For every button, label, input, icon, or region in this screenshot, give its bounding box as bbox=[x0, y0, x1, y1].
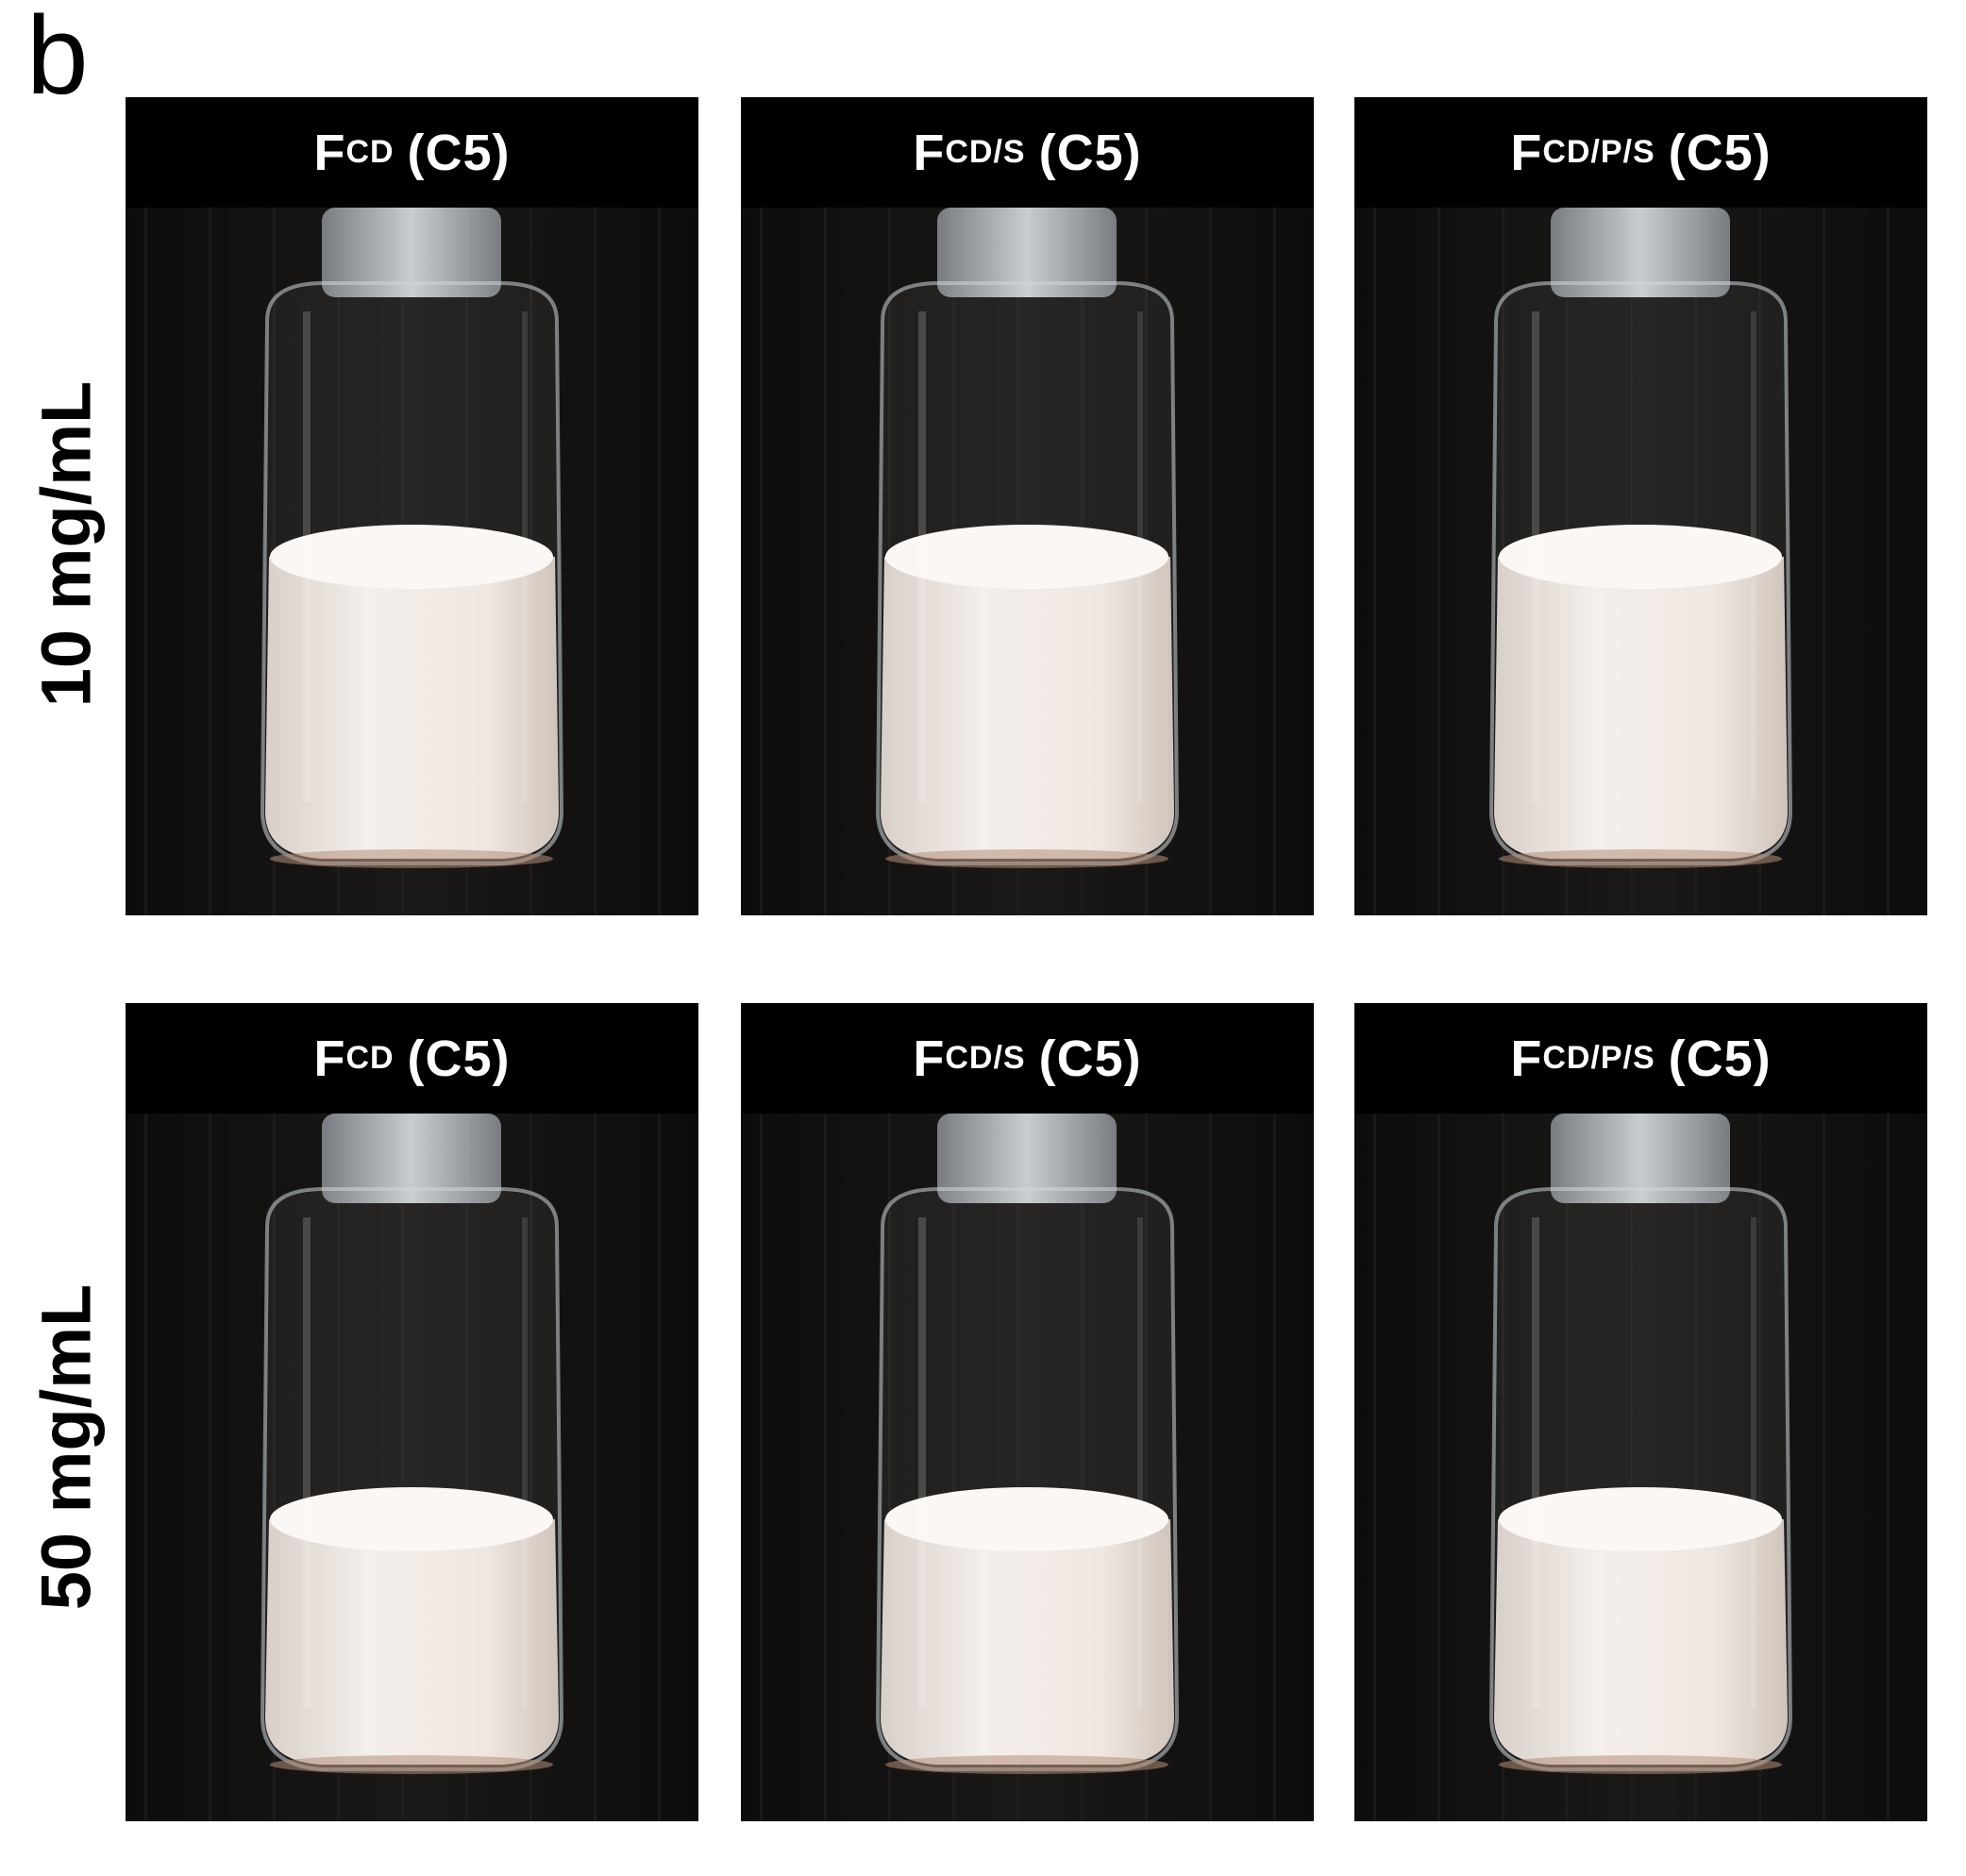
backdrop-stripe bbox=[760, 1114, 763, 1821]
backdrop-stripe bbox=[273, 1114, 276, 1821]
glass-highlight bbox=[1751, 1217, 1756, 1708]
vial-base-rim bbox=[885, 849, 1168, 868]
vial-stopper bbox=[1551, 208, 1730, 297]
backdrop-stripe bbox=[760, 208, 763, 915]
backdrop-stripe bbox=[465, 1114, 468, 1821]
glass-highlight bbox=[918, 1217, 926, 1708]
vial-image bbox=[126, 208, 698, 915]
white-suspension bbox=[881, 1519, 1174, 1765]
vial-base-rim bbox=[1499, 1755, 1782, 1774]
backdrop-stripe bbox=[1209, 1114, 1212, 1821]
backdrop-stripe bbox=[1502, 1114, 1504, 1821]
vial-base-rim bbox=[1499, 849, 1782, 868]
backdrop-stripe bbox=[1887, 208, 1890, 915]
vial-base-rim bbox=[270, 1755, 553, 1774]
white-suspension bbox=[1494, 1519, 1788, 1765]
glass-highlight bbox=[1137, 1217, 1143, 1708]
backdrop-stripe bbox=[1373, 208, 1376, 915]
glass-highlight bbox=[1532, 311, 1539, 802]
backdrop-stripe bbox=[1373, 1114, 1376, 1821]
backdrop-stripe bbox=[144, 1114, 147, 1821]
backdrop-stripe bbox=[529, 1114, 532, 1821]
glass-highlight bbox=[918, 311, 926, 802]
backdrop-stripe bbox=[594, 208, 597, 915]
backdrop-stripe bbox=[1017, 1114, 1019, 1821]
vial-image bbox=[741, 208, 1314, 915]
suspension-surface bbox=[1499, 1487, 1782, 1551]
backdrop-stripe bbox=[1437, 1114, 1440, 1821]
row-label-50mg: 50 mg/mL bbox=[26, 1283, 106, 1611]
vial-stopper bbox=[322, 208, 501, 297]
glass-highlight bbox=[1137, 311, 1143, 802]
suspension-surface bbox=[885, 1487, 1168, 1551]
glass-highlight bbox=[522, 1217, 528, 1708]
backdrop-stripe bbox=[1823, 208, 1825, 915]
white-suspension bbox=[265, 1519, 559, 1765]
suspension-surface bbox=[885, 525, 1168, 589]
vial-image bbox=[1354, 1114, 1927, 1821]
glass-highlight bbox=[303, 1217, 311, 1708]
vial-image bbox=[126, 1114, 698, 1821]
backdrop-stripe bbox=[1887, 1114, 1890, 1821]
vial-image bbox=[1354, 208, 1927, 915]
backdrop-stripe bbox=[1145, 1114, 1148, 1821]
vial-stopper bbox=[937, 1114, 1117, 1203]
backdrop-stripe bbox=[1630, 1114, 1633, 1821]
vial-stopper bbox=[322, 1114, 501, 1203]
backdrop-stripe bbox=[337, 1114, 340, 1821]
glass-highlight bbox=[1751, 311, 1756, 802]
white-suspension bbox=[265, 557, 559, 859]
backdrop-stripe bbox=[144, 208, 147, 915]
backdrop-stripe bbox=[1273, 208, 1276, 915]
glass-highlight bbox=[522, 311, 528, 802]
backdrop-stripe bbox=[824, 208, 827, 915]
backdrop-stripe bbox=[594, 1114, 597, 1821]
backdrop-stripe bbox=[1209, 208, 1212, 915]
backdrop-stripe bbox=[952, 1114, 955, 1821]
white-suspension bbox=[881, 557, 1174, 859]
glass-highlight bbox=[1532, 1217, 1539, 1708]
backdrop-stripe bbox=[888, 1114, 891, 1821]
backdrop-stripe bbox=[1566, 1114, 1569, 1821]
vial-stopper bbox=[937, 208, 1117, 297]
suspension-surface bbox=[1499, 525, 1782, 589]
backdrop-stripe bbox=[1758, 1114, 1761, 1821]
row-label-10mg: 10 mg/mL bbox=[26, 380, 106, 708]
backdrop-stripe bbox=[209, 208, 211, 915]
backdrop-stripe bbox=[658, 208, 661, 915]
vial-stopper bbox=[1551, 1114, 1730, 1203]
suspension-surface bbox=[270, 1487, 553, 1551]
backdrop-stripe bbox=[1823, 1114, 1825, 1821]
backdrop-stripe bbox=[1081, 1114, 1084, 1821]
backdrop-stripe bbox=[658, 1114, 661, 1821]
backdrop-stripe bbox=[401, 1114, 404, 1821]
vial-base-rim bbox=[270, 849, 553, 868]
backdrop-stripe bbox=[1694, 1114, 1697, 1821]
suspension-surface bbox=[270, 525, 553, 589]
glass-highlight bbox=[303, 311, 311, 802]
backdrop-stripe bbox=[824, 1114, 827, 1821]
white-suspension bbox=[1494, 557, 1788, 859]
panel-letter: b bbox=[26, 0, 89, 118]
backdrop-stripe bbox=[209, 1114, 211, 1821]
backdrop-stripe bbox=[1273, 1114, 1276, 1821]
vial-image bbox=[741, 1114, 1314, 1821]
vial-base-rim bbox=[885, 1755, 1168, 1774]
backdrop-stripe bbox=[1437, 208, 1440, 915]
